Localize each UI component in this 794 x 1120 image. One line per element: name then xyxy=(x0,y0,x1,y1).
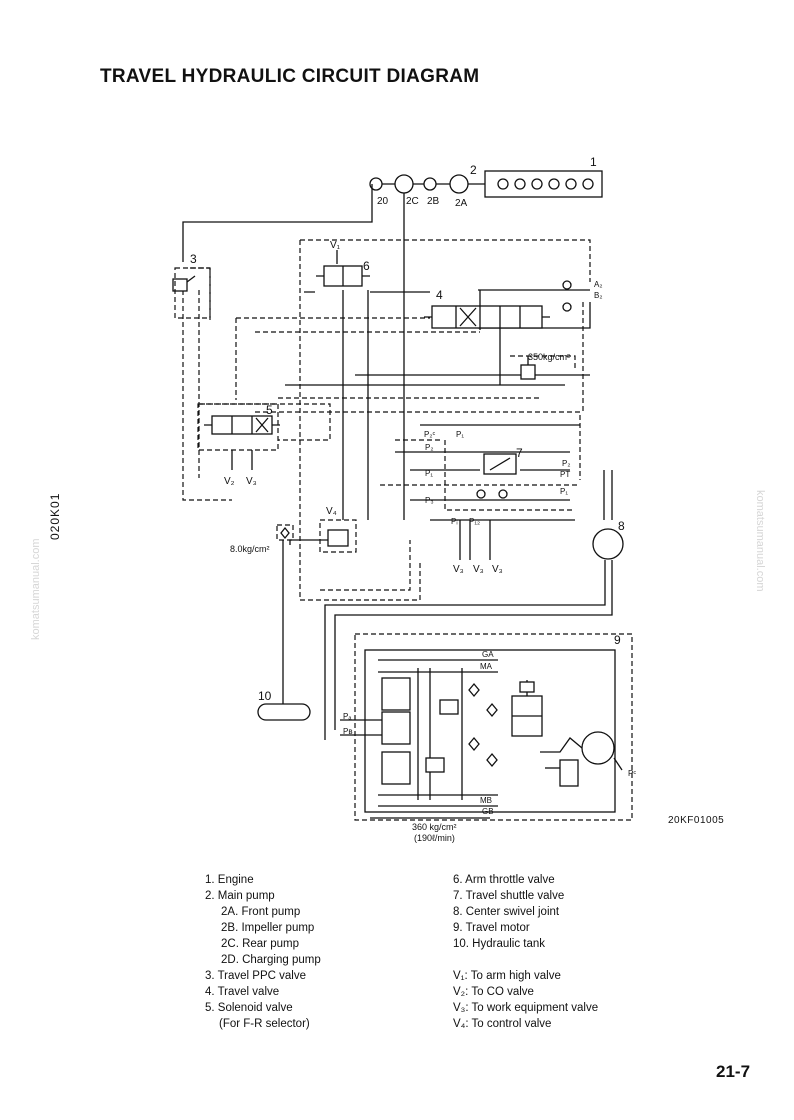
hydraulic-tank xyxy=(257,703,311,721)
legend-item: 2B. Impeller pump xyxy=(221,922,315,934)
callout-10: 10 xyxy=(258,689,272,703)
port-v4: V₄ xyxy=(326,506,337,517)
port-pc: Pᶜ xyxy=(628,769,636,778)
port-pt: PT xyxy=(560,470,570,479)
relief-350-label: 350kg/cm² xyxy=(528,352,570,362)
legend-item: 3. Travel PPC valve xyxy=(205,970,306,982)
legend-item: 2C. Rear pump xyxy=(221,938,299,950)
callout-9: 9 xyxy=(614,633,621,647)
port-p1c: P₁ xyxy=(560,487,568,496)
arm-throttle-valve xyxy=(316,265,370,287)
center-swivel-joint xyxy=(592,528,624,560)
port-mb: MB xyxy=(480,796,492,805)
legend-port-item: V₃: To work equipment valve xyxy=(453,1002,599,1014)
legend-item: 8. Center swivel joint xyxy=(453,906,560,918)
port-p2: P₂ xyxy=(425,443,433,452)
travel-motor xyxy=(354,633,633,821)
port-v3a: V₃ xyxy=(246,476,257,487)
control-valve-v4 xyxy=(319,519,357,553)
callout-7: 7 xyxy=(516,446,523,460)
port-p1a: P₁ xyxy=(456,430,464,439)
callout-2: 2 xyxy=(470,163,477,177)
circuit-lines xyxy=(182,184,613,740)
engine xyxy=(484,170,603,198)
port-v3b: V₃ xyxy=(453,564,464,575)
main-pump xyxy=(369,174,485,194)
port-ma: MA xyxy=(480,662,493,671)
legend-item: 10. Hydraulic tank xyxy=(453,938,546,950)
port-v3c: V₃ xyxy=(473,564,484,575)
port-gb: GB xyxy=(482,807,494,816)
port-p1b: P₁ xyxy=(425,469,433,478)
figure-id: 20KF01005 xyxy=(668,815,725,826)
callout-1: 1 xyxy=(590,155,597,169)
callout-4: 4 xyxy=(436,288,443,302)
travel-ppc-valve xyxy=(172,267,211,319)
port-a2: A₂ xyxy=(594,280,602,289)
callout-20: 20 xyxy=(377,196,389,207)
page-title: TRAVEL HYDRAULIC CIRCUIT DIAGRAM xyxy=(100,66,480,87)
legend-item: 1. Engine xyxy=(205,874,254,886)
port-v3d: V₃ xyxy=(492,564,503,575)
legend-item: (For F-R selector) xyxy=(219,1018,310,1030)
port-pa: Pₐ xyxy=(343,712,352,721)
legend-item: 9. Travel motor xyxy=(453,922,530,934)
motor-flow-label: (190ℓ/min) xyxy=(414,833,455,843)
port-pb: Pʙ xyxy=(343,727,353,736)
legend-port-item: V₄: To control valve xyxy=(453,1018,552,1030)
callout-3: 3 xyxy=(190,252,197,266)
legend-item: 2A. Front pump xyxy=(221,906,301,918)
callout-8: 8 xyxy=(618,519,625,533)
page-number: 21-7 xyxy=(716,1062,751,1081)
port-ga: GA xyxy=(482,650,494,659)
port-v1: V₁ xyxy=(330,240,341,251)
legend-item: 6. Arm throttle valve xyxy=(453,874,555,886)
motor-pressure-label: 360 kg/cm² xyxy=(412,822,457,832)
relief-valve-8 xyxy=(276,524,294,541)
port-p2c: P₂ᶜ xyxy=(424,430,435,439)
callout-5: 5 xyxy=(266,403,273,417)
callout-2c: 2C xyxy=(406,196,419,207)
callout-2a: 2A xyxy=(455,198,468,209)
callout-2b: 2B xyxy=(427,196,440,207)
travel-shuttle-valve xyxy=(476,453,517,499)
legend-components-right: 6. Arm throttle valve 7. Travel shuttle … xyxy=(453,872,564,952)
port-pi: Pᵢ xyxy=(451,517,458,526)
port-p3: P₃ xyxy=(425,496,434,505)
port-p12: P₁₂ xyxy=(469,517,480,526)
legend-ports: V₁: To arm high valve V₂: To CO valve V₃… xyxy=(453,968,598,1032)
legend-port-item: V₂: To CO valve xyxy=(453,986,534,998)
callout-6: 6 xyxy=(363,259,370,273)
legend-item: 7. Travel shuttle valve xyxy=(453,890,565,902)
legend-components-left: 1. Engine 2. Main pump 2A. Front pump 2B… xyxy=(205,872,321,1032)
legend-port-item: V₁: To arm high valve xyxy=(453,970,561,982)
legend-item: 2D. Charging pump xyxy=(221,954,321,966)
legend-item: 5. Solenoid valve xyxy=(205,1002,293,1014)
legend-item: 4. Travel valve xyxy=(205,986,280,998)
relief-8-label: 8.0kg/cm² xyxy=(230,544,270,554)
travel-valve xyxy=(424,305,550,329)
relief-valve-350 xyxy=(520,356,536,380)
port-b2: B₂ xyxy=(594,291,602,300)
port-v2: V₂ xyxy=(224,476,235,487)
port-p2b: P₂ xyxy=(562,459,570,468)
solenoid-valve xyxy=(197,403,280,470)
legend-item: 2. Main pump xyxy=(205,890,275,902)
